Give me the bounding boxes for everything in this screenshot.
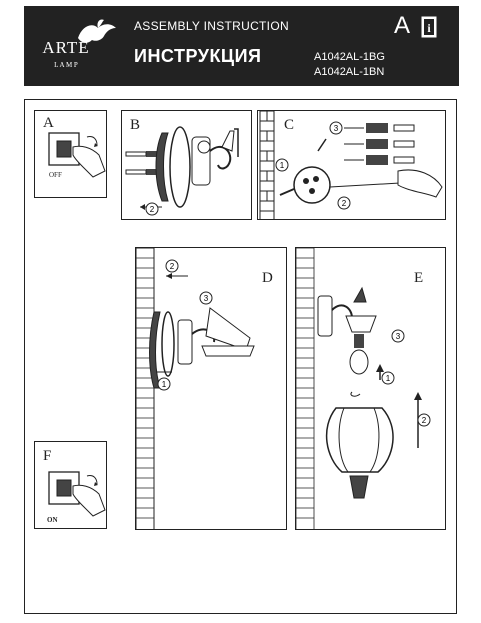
panel-b: B 2 [121, 110, 252, 220]
bulb-and-shade-illustration: 3 1 2 [296, 248, 431, 529]
instruction-frame [24, 99, 457, 614]
panel-a-letter: A [43, 115, 54, 131]
panel-e-step-3: 3 [396, 332, 401, 341]
panel-c-letter: C [284, 117, 295, 133]
panel-d-step-3: 3 [204, 294, 209, 303]
panel-d-letter: D [262, 270, 273, 286]
panel-e-step-1: 1 [386, 374, 391, 383]
panel-f: F ON [34, 441, 107, 529]
info-badge: i [427, 21, 431, 35]
wiring-illustration: 3 1 2 [259, 111, 443, 219]
arte-lamp-logo [78, 19, 116, 43]
panel-b-step-2: 2 [150, 205, 155, 214]
switch-on-label: ON [47, 516, 58, 524]
panel-a: A OFF [34, 110, 107, 198]
panel-c-step-1: 1 [280, 161, 285, 170]
panel-b-letter: B [130, 117, 141, 133]
title-english: ASSEMBLY INSTRUCTION [134, 19, 289, 33]
brand-name: ARTE [42, 38, 90, 57]
panel-c-step-3: 3 [334, 124, 339, 133]
panel-e-letter: E [414, 270, 424, 286]
panel-e-step-2: 2 [422, 416, 427, 425]
panel-d: D 2 3 1 [135, 247, 287, 530]
lamp-mounting-illustration: 2 3 1 [136, 248, 255, 529]
header-banner: ARTE L A M P ASSEMBLY INSTRUCTION ИНСТРУ… [24, 6, 459, 86]
model-number-1: A1042AL-1BG [314, 51, 385, 63]
model-number-2: A1042AL-1BN [314, 66, 385, 78]
panel-c-step-2: 2 [342, 199, 347, 208]
panel-f-letter: F [43, 448, 52, 464]
power-off-illustration [48, 132, 106, 178]
panel-d-step-1: 1 [162, 380, 167, 389]
wall-plate-illustration: 2 [125, 126, 239, 216]
info-book-icon: i [421, 16, 437, 38]
panel-c: C 3 1 2 [257, 110, 446, 220]
brand-sub: L A M P [54, 61, 78, 69]
power-on-illustration [48, 471, 106, 517]
switch-off-label: OFF [49, 171, 62, 179]
title-russian: ИНСТРУКЦИЯ [134, 46, 262, 66]
page-letter: A [394, 12, 411, 39]
panel-d-step-2: 2 [170, 262, 175, 271]
panel-e: E 3 1 [295, 247, 446, 530]
